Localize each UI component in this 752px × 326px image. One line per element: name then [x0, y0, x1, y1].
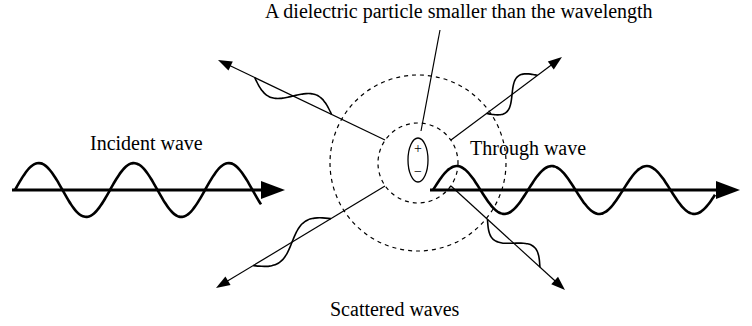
incident-arrow	[12, 189, 267, 192]
leader-line	[421, 30, 440, 131]
scatter-arrow-head	[218, 60, 233, 71]
scatter-arrow	[451, 186, 558, 283]
wave-group	[12, 57, 740, 290]
outer-wavefront	[330, 75, 506, 251]
particle-body: +−	[407, 137, 429, 183]
scattered-wave	[487, 74, 538, 115]
scattered-wave	[255, 78, 332, 115]
incident-arrow-head	[261, 181, 285, 199]
scatter-arrow-head	[551, 277, 565, 290]
wave-label: Incident wave	[90, 132, 203, 155]
scatter-arrow	[225, 186, 385, 283]
scattered-wave	[487, 219, 539, 267]
scatter-arrow-head	[216, 276, 231, 288]
charge-sign: −	[414, 165, 422, 179]
scatter-arrow-head	[548, 57, 562, 69]
scatter-arrow	[227, 64, 385, 140]
scatter-arrow	[451, 63, 554, 140]
through-arrow-head	[716, 181, 740, 199]
particle-ellipse	[408, 138, 428, 182]
dielectric-particle: +−	[407, 137, 429, 183]
wave-label: Scattered waves	[330, 298, 459, 321]
through-wave	[433, 166, 715, 214]
wave-label: Through wave	[470, 137, 586, 160]
scattered-wave	[253, 218, 331, 267]
charge-sign: +	[414, 142, 422, 156]
callout-text: A dielectric particle smaller than the w…	[265, 0, 653, 23]
incident-wave	[15, 163, 261, 217]
